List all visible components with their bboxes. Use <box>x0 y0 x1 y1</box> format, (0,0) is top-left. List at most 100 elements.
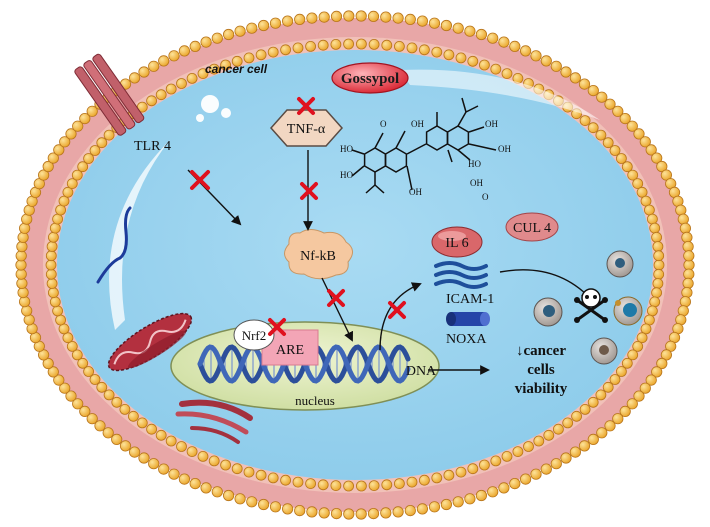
lipid-head-outer <box>294 504 306 517</box>
inhibition-x-icon <box>388 301 406 319</box>
lipid-head-inner <box>220 459 232 471</box>
lipid-head-outer <box>604 420 616 432</box>
lipid-head-outer <box>380 11 392 23</box>
lipid-head-outer <box>560 66 572 78</box>
lipid-head-outer <box>53 374 65 386</box>
lipid-head-inner <box>651 231 662 243</box>
lipid-head-inner <box>52 213 63 225</box>
icam-waves-icon <box>434 261 488 289</box>
lipid-head-outer <box>604 98 616 110</box>
molecule-bond <box>395 130 406 149</box>
lipid-head-inner <box>292 42 304 54</box>
lipid-head-inner <box>571 410 582 422</box>
lipid-head-inner <box>587 122 599 134</box>
lipid-head-inner <box>467 55 479 67</box>
lipid-head-outer <box>416 503 428 515</box>
lipid-head-outer <box>211 32 223 44</box>
lipid-head-outer <box>355 508 367 520</box>
cul4-label: CUL 4 <box>513 221 551 236</box>
lipid-head-outer <box>440 19 452 32</box>
lipid-head-outer <box>168 468 180 480</box>
lipid-head-outer <box>257 498 270 511</box>
lipid-head-inner <box>381 479 393 491</box>
lipid-head-inner <box>267 46 279 58</box>
lipid-head-inner <box>103 129 115 141</box>
lipid-head-outer <box>612 105 624 117</box>
inhibition-x-icon <box>300 182 318 200</box>
lipid-head-outer <box>281 503 294 515</box>
lipid-head-outer <box>21 305 33 317</box>
lipid-head-inner <box>96 381 108 393</box>
lipid-head-outer <box>129 446 141 458</box>
lipid-head-outer <box>79 113 91 125</box>
lipid-head-outer <box>269 501 282 513</box>
lipid-head-inner <box>48 231 59 243</box>
lipid-head-inner <box>595 389 607 401</box>
lipid-head-outer <box>530 468 542 480</box>
lipid-head-inner <box>609 145 621 156</box>
lipid-head-inner <box>267 472 279 484</box>
lipid-head-outer <box>367 507 380 520</box>
lipid-head-inner <box>243 52 255 64</box>
lipid-head-inner <box>533 435 545 447</box>
atom-label: HO <box>340 144 353 154</box>
lipid-head-outer <box>86 413 98 425</box>
lipid-head-outer <box>487 32 499 44</box>
lipid-head-inner <box>587 396 599 408</box>
molecule-bond <box>457 111 467 127</box>
atom-label: OH <box>498 144 511 154</box>
molecule-bond <box>447 149 453 163</box>
lipid-head-inner <box>48 287 59 299</box>
lipid-head-inner <box>467 463 479 475</box>
lipid-head-outer <box>656 357 668 370</box>
lipid-head-outer <box>530 50 542 62</box>
lipid-head-outer <box>189 40 201 53</box>
lipid-head-inner <box>305 41 317 52</box>
dead-cells <box>533 250 643 365</box>
lipid-head-inner <box>381 39 393 51</box>
lipid-head-inner <box>66 340 78 352</box>
lipid-head-inner <box>231 463 243 475</box>
lipid-head-inner <box>455 466 467 478</box>
lipid-head-inner <box>632 340 644 352</box>
lipid-head-inner <box>46 278 58 289</box>
lipid-head-inner <box>197 450 209 462</box>
lipid-head-outer <box>223 28 235 41</box>
lipid-head-inner <box>305 478 317 490</box>
lipid-head-inner <box>71 169 83 181</box>
outcome-line-1: ↓cancer <box>516 343 566 359</box>
lipid-head-inner <box>616 153 627 164</box>
lipid-head-inner <box>579 403 591 415</box>
lipid-head-inner <box>176 441 187 452</box>
lipid-head-outer <box>59 382 71 394</box>
lipid-head-inner <box>652 278 664 289</box>
lipid-head-inner <box>644 204 655 216</box>
actin-filament-icon <box>96 206 132 284</box>
tlr4-label: TLR 4 <box>134 139 171 154</box>
lipid-head-outer <box>72 398 84 410</box>
lipid-head-outer <box>475 489 487 502</box>
inhibition-x-icon <box>268 318 286 336</box>
lipid-head-outer <box>645 144 657 156</box>
lipid-head-outer <box>392 12 404 24</box>
lipid-head-outer <box>683 268 695 280</box>
gossypol-badge <box>331 62 409 94</box>
lipid-head-inner <box>647 305 658 317</box>
lipid-head-inner <box>355 480 367 492</box>
tnf-hexagon <box>269 109 344 147</box>
lipid-head-outer <box>475 28 487 41</box>
lipid-head-outer <box>619 113 631 125</box>
lipid-head-inner <box>83 366 94 377</box>
lipid-head-inner <box>523 441 534 452</box>
lipid-head-outer <box>102 427 114 439</box>
lipid-head-outer <box>19 222 31 234</box>
lipid-head-outer <box>440 498 452 511</box>
inhibition-x-icon <box>297 97 315 115</box>
molecule-labels: O OH HO OH HO OH HO OH OH O <box>340 119 511 202</box>
lipid-head-inner <box>103 389 115 401</box>
lipid-head-outer <box>168 50 180 62</box>
lipid-head-inner <box>343 38 355 50</box>
lipid-head-inner <box>512 446 524 458</box>
lipid-head-inner <box>478 459 490 471</box>
lipid-head-outer <box>281 15 294 27</box>
